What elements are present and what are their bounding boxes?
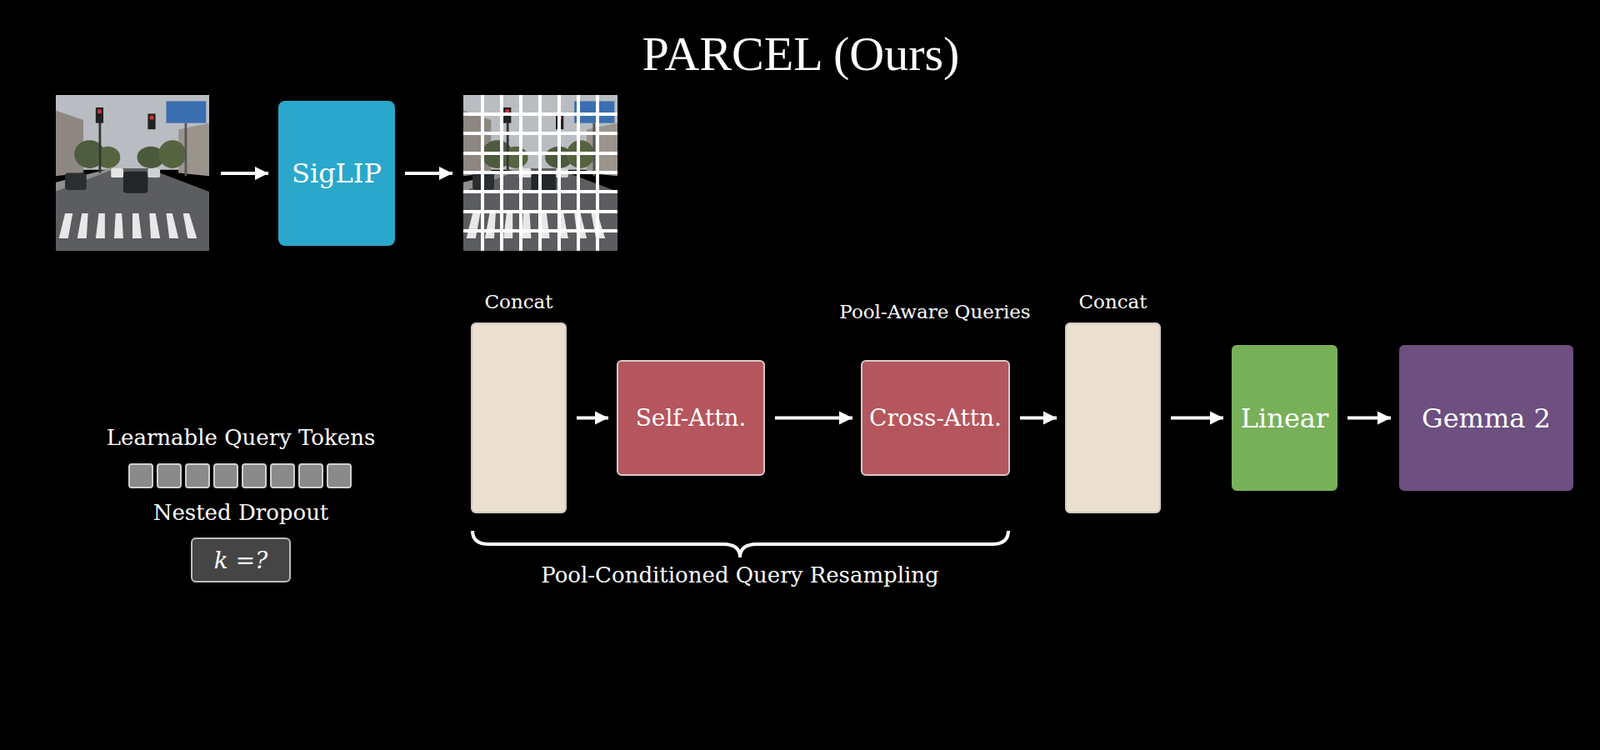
concat-box: Concat [1065,322,1161,514]
query-tokens [129,464,351,488]
node-label: SigLIP [291,157,382,190]
language-model-box: Gemma 2 [1399,345,1574,491]
node-heading: Concat [1078,290,1147,313]
attention-box: Cross-Attn. [860,360,1010,476]
node-label: Linear [1240,402,1329,435]
arrow [405,171,453,175]
label: Learnable Query Tokens [106,425,375,450]
title: PARCEL (Ours) [642,25,960,82]
node-heading: Concat [484,290,553,313]
concat-box: Concat [470,322,567,514]
arrow-connector [576,416,609,420]
node-label: Gemma 2 [1421,402,1551,435]
patch-grid [463,95,618,251]
arrow-connector [1347,416,1391,420]
curly-brace [472,530,1009,558]
arrow [220,171,269,175]
node-label: Cross-Attn. [869,404,1002,432]
label: Pool-Aware Queries [839,300,1030,323]
arrow-connector [1020,416,1057,420]
label: Pool-Conditioned Query Resampling [540,562,940,588]
attention-box: Self-Attn. [616,360,765,476]
dropout-box: k =? [190,537,291,583]
arrow-connector [775,416,853,420]
node-label: Self-Attn. [635,404,747,432]
label: Nested Dropout [153,500,330,525]
projection-box: Linear [1231,345,1338,491]
arrow-connector [1170,416,1224,420]
encoder-box: SigLIP [278,100,395,246]
patch-photo [463,95,618,251]
input-photo [55,95,210,251]
node-label: k =? [214,546,268,575]
